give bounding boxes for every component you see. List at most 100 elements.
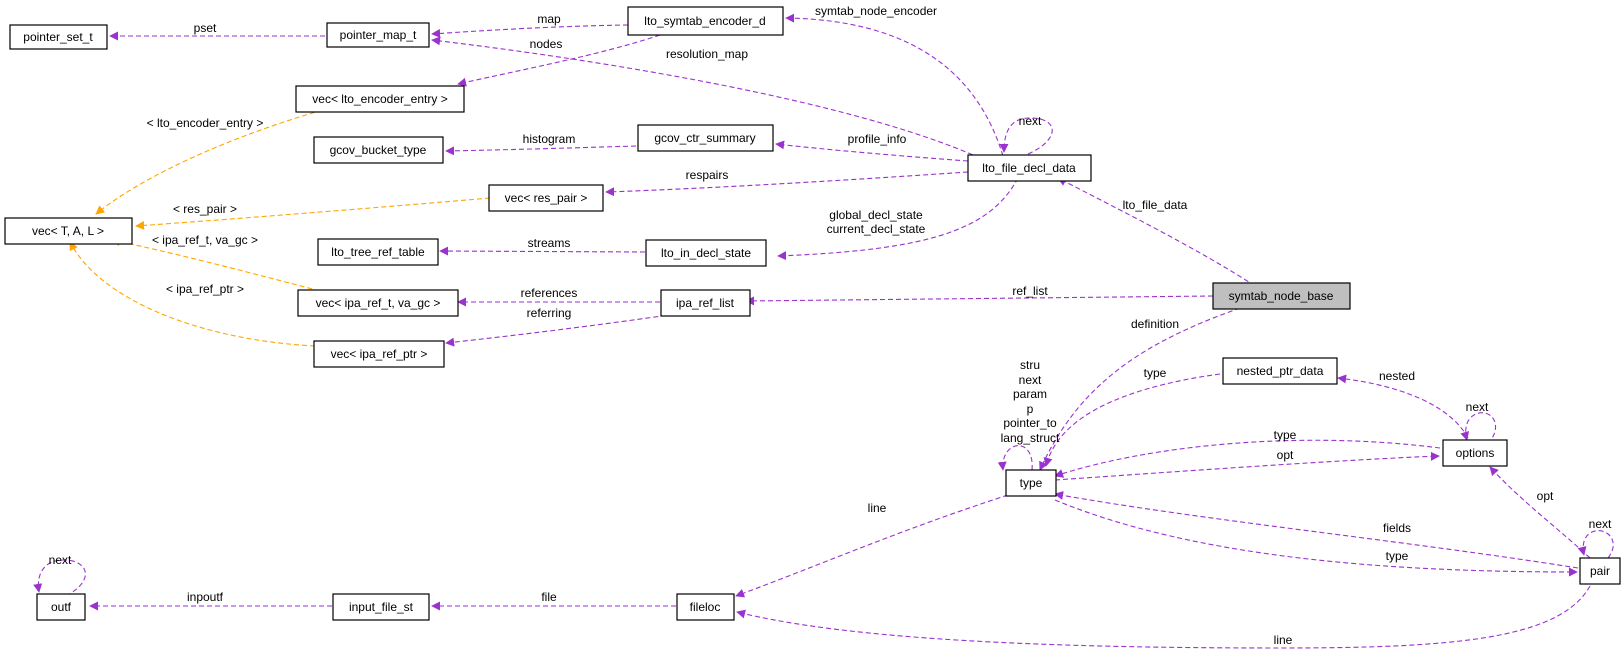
node-lto-symtab-encoder-d-label: lto_symtab_encoder_d bbox=[644, 14, 765, 28]
node-pointer-map-t-label: pointer_map_t bbox=[340, 28, 417, 42]
node-pointer-set-t[interactable]: pointer_set_t bbox=[9, 24, 108, 50]
label-opt-pair: opt bbox=[1537, 489, 1554, 503]
edge-next-pair bbox=[1577, 530, 1614, 559]
edge-type-nested bbox=[1043, 373, 1221, 467]
node-vec-T-A-L[interactable]: vec< T, A, L > bbox=[4, 217, 133, 245]
label-resolution-map: resolution_map bbox=[666, 47, 748, 61]
label-lto-encoder-entry: < lto_encoder_entry > bbox=[147, 116, 264, 130]
edge-type-self bbox=[997, 445, 1033, 471]
node-lto-file-decl-data-label: lto_file_decl_data bbox=[982, 161, 1076, 175]
node-options[interactable]: options bbox=[1442, 439, 1508, 467]
edge-line-type bbox=[735, 494, 1009, 598]
label-next-pair: next bbox=[1589, 517, 1612, 531]
edge-next-outf bbox=[33, 559, 86, 597]
node-type[interactable]: type bbox=[1005, 469, 1057, 497]
label-next-lto: next bbox=[1019, 114, 1042, 128]
label-line-pair: line bbox=[1274, 633, 1293, 647]
edge-opt-options bbox=[1054, 451, 1440, 481]
label-opt-options: opt bbox=[1277, 448, 1294, 462]
label-type-self-lang-struct: lang_struct bbox=[1001, 431, 1060, 445]
node-input-file-st[interactable]: input_file_st bbox=[332, 593, 430, 621]
label-line-type: line bbox=[868, 501, 887, 515]
node-fileloc[interactable]: fileloc bbox=[676, 593, 735, 621]
label-profile-info: profile_info bbox=[848, 132, 907, 146]
node-vec-res-pair-label: vec< res_pair > bbox=[505, 191, 588, 205]
edge-type-options bbox=[1054, 439, 1441, 478]
node-nested-ptr-data-label: nested_ptr_data bbox=[1237, 364, 1324, 378]
edge-profile-info bbox=[775, 140, 969, 162]
label-definition: definition bbox=[1131, 317, 1179, 331]
node-pair-label: pair bbox=[1590, 564, 1610, 578]
edge-nested bbox=[1337, 374, 1469, 439]
label-nodes: nodes bbox=[530, 37, 563, 51]
node-fileloc-label: fileloc bbox=[690, 600, 721, 614]
node-vec-lto-encoder-entry-label: vec< lto_encoder_entry > bbox=[312, 92, 447, 106]
label-type-self-pointer-to: pointer_to bbox=[1003, 416, 1057, 430]
edge-ipa-ref-t-va-gc bbox=[111, 237, 321, 292]
label-histogram: histogram bbox=[523, 132, 576, 146]
node-symtab-node-base-label: symtab_node_base bbox=[1229, 289, 1334, 303]
node-ipa-ref-list[interactable]: ipa_ref_list bbox=[660, 289, 751, 317]
edge-resolution-map bbox=[431, 36, 981, 159]
label-lto-file-data: lto_file_data bbox=[1123, 198, 1188, 212]
node-pointer-map-t[interactable]: pointer_map_t bbox=[326, 22, 430, 48]
edge-referring bbox=[445, 311, 691, 347]
node-outf-label: outf bbox=[51, 600, 72, 614]
node-vec-ipa-ref-ptr[interactable]: vec< ipa_ref_ptr > bbox=[313, 340, 445, 368]
label-referring: referring bbox=[527, 306, 572, 320]
node-lto-in-decl-state[interactable]: lto_in_decl_state bbox=[645, 239, 767, 267]
edge-respairs bbox=[605, 171, 969, 197]
edge-map bbox=[431, 24, 629, 38]
edge-labels: pset map symtab_node_encoder nodes resol… bbox=[49, 4, 1612, 647]
label-global-decl-state: global_decl_state bbox=[829, 208, 923, 222]
node-vec-res-pair[interactable]: vec< res_pair > bbox=[488, 184, 604, 212]
edge-decl-state bbox=[777, 177, 1019, 261]
node-lto-in-decl-state-label: lto_in_decl_state bbox=[661, 246, 751, 260]
node-ipa-ref-list-label: ipa_ref_list bbox=[676, 296, 735, 310]
label-type-self-p: p bbox=[1027, 402, 1034, 416]
node-vec-lto-encoder-entry[interactable]: vec< lto_encoder_entry > bbox=[295, 85, 465, 113]
edge-type-pair bbox=[1054, 499, 1578, 577]
label-type-self-stru: stru bbox=[1020, 358, 1040, 372]
edge-next-options bbox=[1460, 412, 1496, 445]
node-outf[interactable]: outf bbox=[36, 593, 86, 621]
edge-definition bbox=[1039, 307, 1241, 471]
node-gcov-ctr-summary[interactable]: gcov_ctr_summary bbox=[637, 124, 774, 152]
edge-lto-encoder-entry bbox=[95, 107, 331, 215]
edge-histogram bbox=[445, 145, 637, 156]
nodes: pointer_set_t pointer_map_t lto_symtab_e… bbox=[4, 6, 1621, 621]
label-res-pair: < res_pair > bbox=[173, 202, 237, 216]
label-type-options: type bbox=[1274, 428, 1297, 442]
node-vec-ipa-ref-t-va-gc[interactable]: vec< ipa_ref_t, va_gc > bbox=[297, 289, 459, 317]
node-vec-ipa-ref-ptr-label: vec< ipa_ref_ptr > bbox=[331, 347, 428, 361]
node-gcov-bucket-type[interactable]: gcov_bucket_type bbox=[313, 136, 444, 164]
node-lto-tree-ref-table-label: lto_tree_ref_table bbox=[331, 245, 425, 259]
edges bbox=[33, 13, 1614, 649]
edge-opt-pair bbox=[1489, 466, 1591, 559]
edge-line-pair bbox=[736, 585, 1591, 649]
label-type-nested: type bbox=[1144, 366, 1167, 380]
node-gcov-ctr-summary-label: gcov_ctr_summary bbox=[654, 131, 755, 145]
node-lto-symtab-encoder-d[interactable]: lto_symtab_encoder_d bbox=[627, 6, 784, 36]
label-file: file bbox=[541, 590, 557, 604]
label-type-self-next: next bbox=[1019, 373, 1042, 387]
node-symtab-node-base[interactable]: symtab_node_base bbox=[1212, 282, 1351, 310]
label-nested: nested bbox=[1379, 369, 1415, 383]
edge-streams bbox=[439, 246, 646, 256]
edge-ref-list bbox=[745, 295, 1214, 306]
node-pair[interactable]: pair bbox=[1579, 557, 1621, 585]
edge-ipa-ref-ptr bbox=[69, 241, 316, 347]
node-lto-file-decl-data[interactable]: lto_file_decl_data bbox=[967, 154, 1092, 182]
label-next-options: next bbox=[1466, 400, 1489, 414]
label-ref-list: ref_list bbox=[1012, 284, 1048, 298]
node-gcov-bucket-type-label: gcov_bucket_type bbox=[330, 143, 427, 157]
label-map: map bbox=[537, 12, 561, 26]
node-pointer-set-t-label: pointer_set_t bbox=[23, 30, 93, 44]
label-next-outf: next bbox=[49, 553, 72, 567]
node-nested-ptr-data[interactable]: nested_ptr_data bbox=[1222, 357, 1338, 385]
label-ipa-ref-t-va-gc: < ipa_ref_t, va_gc > bbox=[152, 233, 258, 247]
node-lto-tree-ref-table[interactable]: lto_tree_ref_table bbox=[317, 238, 439, 266]
label-ipa-ref-ptr: < ipa_ref_ptr > bbox=[166, 282, 244, 296]
label-respairs: respairs bbox=[686, 168, 729, 182]
